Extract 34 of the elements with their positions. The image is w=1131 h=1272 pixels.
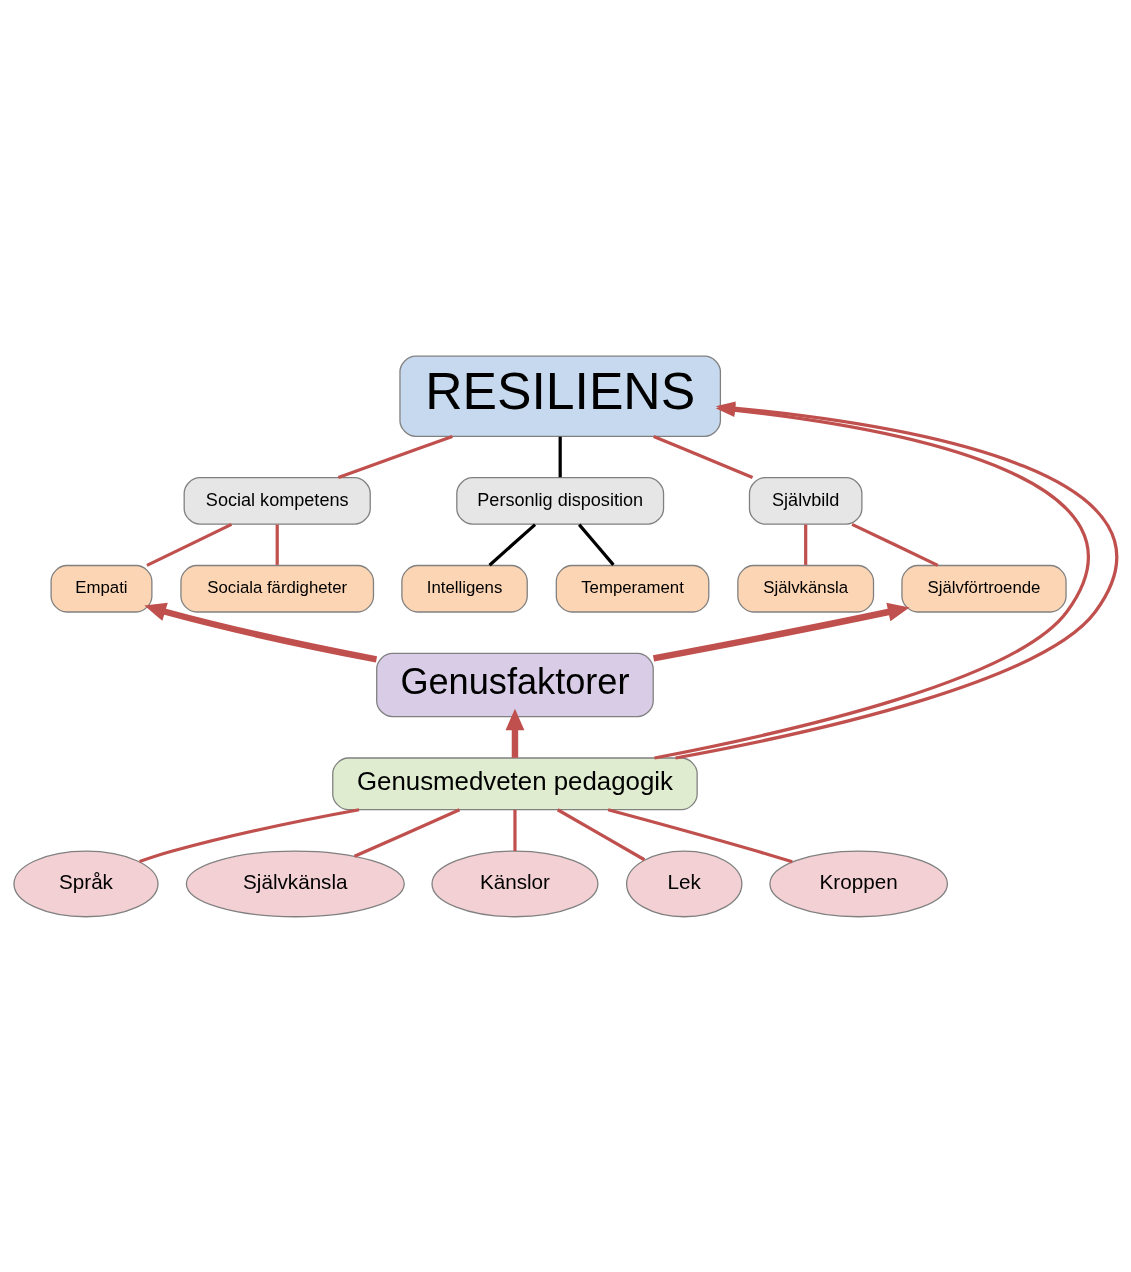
node-box: Personlig disposition (456, 476, 665, 525)
connector (556, 807, 646, 861)
connector (488, 522, 537, 566)
node-ellipse: Självkänsla (185, 849, 405, 917)
node-ellipse: Känslor (431, 849, 599, 917)
node-ellipse: Kroppen (769, 849, 949, 917)
connector (275, 524, 279, 565)
node-box: Temperament (555, 564, 710, 613)
connector (607, 807, 793, 863)
connector (804, 524, 808, 565)
connector (353, 807, 461, 858)
connector (851, 522, 939, 567)
connector (577, 523, 615, 566)
connector (513, 809, 517, 851)
node-box: Genusmedveten pedagogik (332, 756, 698, 810)
node-box: Social kompetens (183, 476, 371, 525)
arrow (505, 708, 525, 758)
node-ellipse: Språk (13, 849, 159, 917)
node-box: Intelligens (401, 564, 528, 613)
node-box: Självbild (748, 476, 863, 525)
node-box: Genusfaktorer (376, 652, 654, 717)
node-box: Sociala färdigheter (180, 564, 375, 613)
node-box: Empati (50, 564, 153, 613)
node-box: Självkänsla (737, 564, 875, 613)
node-ellipse: Lek (625, 849, 743, 917)
connector (146, 522, 233, 567)
arrow (144, 602, 378, 663)
arrow (652, 602, 910, 661)
node-box: Självförtroende (901, 564, 1067, 613)
connector (558, 436, 562, 477)
connector (337, 434, 453, 479)
node-box: RESILIENS (399, 355, 722, 437)
connector (653, 434, 754, 479)
connector (139, 807, 360, 863)
